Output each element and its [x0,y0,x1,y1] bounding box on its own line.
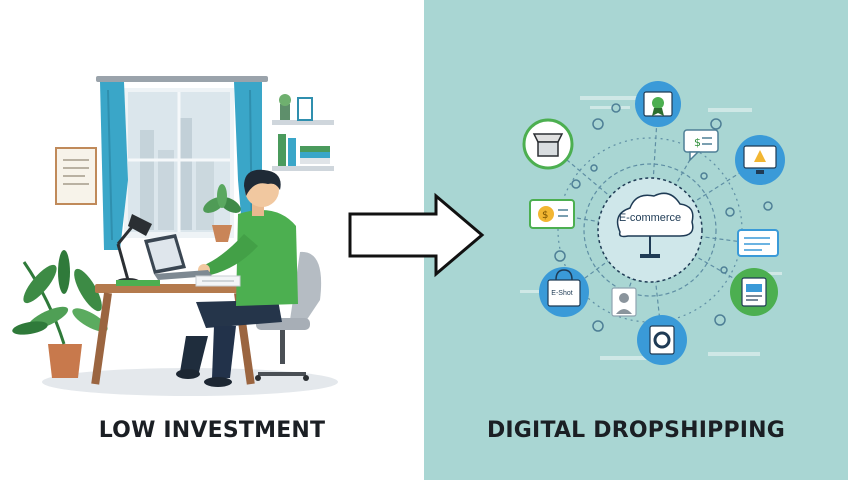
document-icon [737,229,779,257]
arrow-right-icon [348,192,485,278]
chair [255,251,322,381]
monitor-icon [735,135,785,185]
dollar-card-icon: $ [529,199,575,229]
network-dots [554,103,773,332]
desk-items [116,275,241,287]
settings-icon [637,315,687,365]
wall-shelves [272,94,334,171]
floor-plant [12,250,108,378]
wall-picture [55,147,97,205]
right-caption: DIGITAL DROPSHIPPING [486,418,786,443]
certificate-icon [635,81,681,127]
hub-label: E-commerce [618,212,682,224]
shopping-bag-icon [539,267,589,317]
chat-icon: $ [683,129,719,162]
person [176,169,298,387]
report-icon [730,268,778,316]
svg-text:$: $ [542,210,548,221]
window-plant [203,184,241,242]
left-caption: LOW INVESTMENT [98,418,326,443]
shop-label: E-Shot [551,290,573,297]
laptop-icon [144,234,212,280]
store-icon [522,118,574,170]
user-icon [611,287,637,317]
ecommerce-cloud-icon [597,177,703,283]
svg-text:$: $ [694,136,701,149]
